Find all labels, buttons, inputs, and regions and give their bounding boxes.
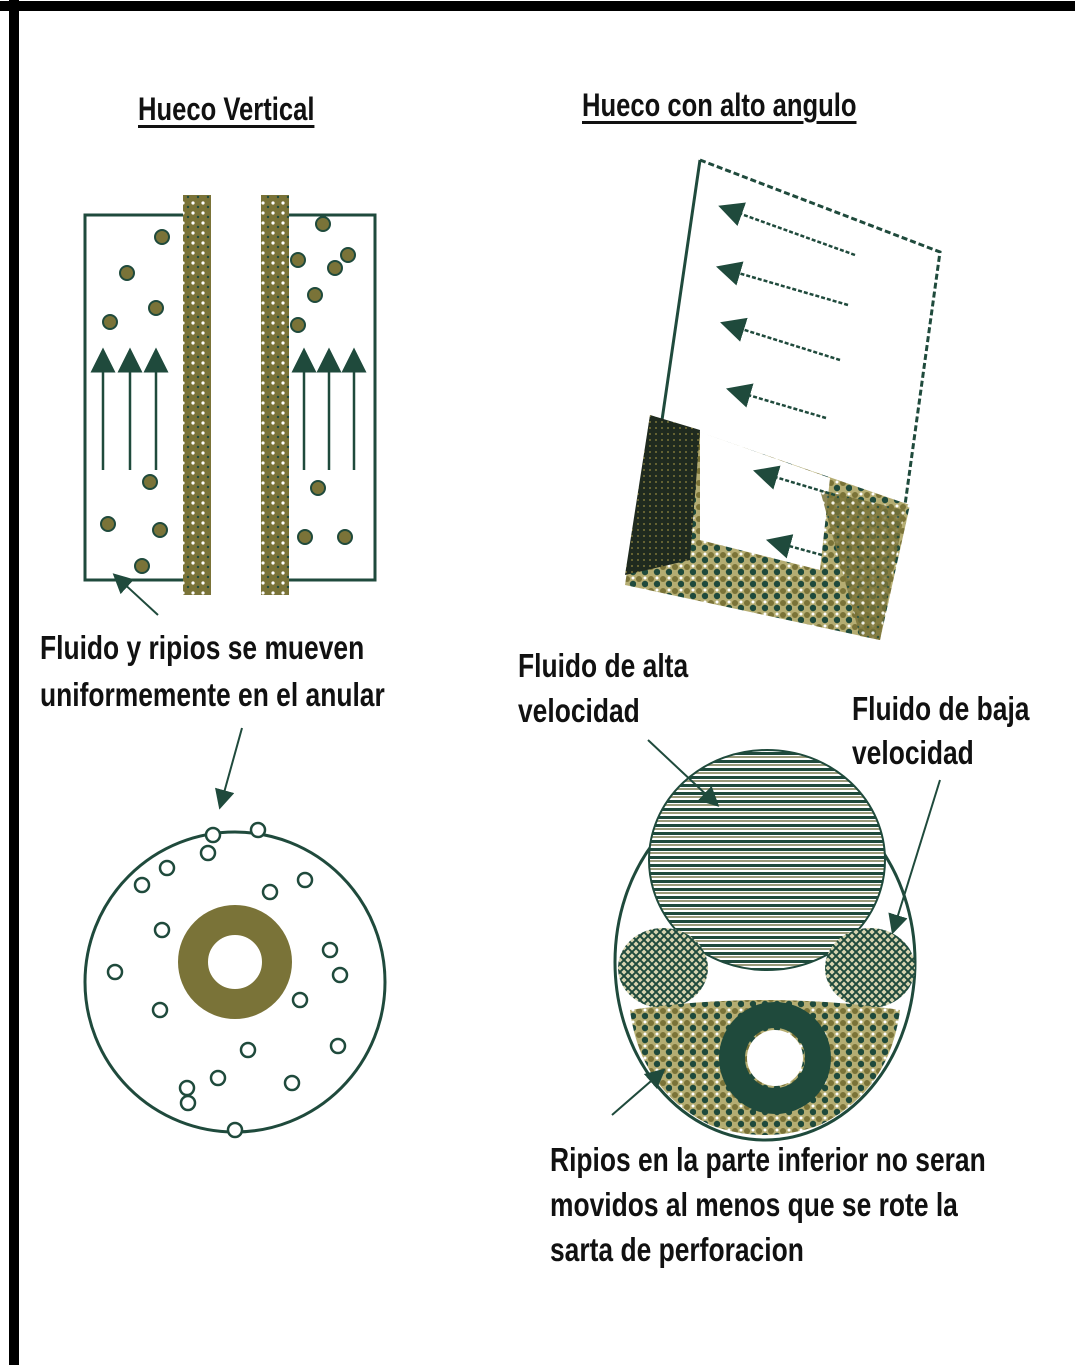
low-velocity-zone-right bbox=[825, 928, 915, 1008]
high-angle-hole-cross-section bbox=[611, 739, 941, 1142]
caption-cuttings-line3: sarta de perforacion bbox=[550, 1231, 804, 1268]
vertical-hole-side-view bbox=[83, 195, 377, 616]
drill-pipe-section-eccentric bbox=[719, 1002, 831, 1114]
caption-low-velocity-line2: velocidad bbox=[852, 734, 974, 771]
caption-cuttings-line2: movidos al menos que se rote la bbox=[550, 1186, 958, 1223]
caption-low-velocity-line1: Fluido de baja bbox=[852, 690, 1030, 727]
caption-cuttings-line1: Ripios en la parte inferior no seran bbox=[550, 1141, 986, 1178]
cuttings-particles bbox=[100, 216, 356, 574]
flow-arrows-left bbox=[716, 202, 856, 559]
flow-arrows-up-left bbox=[90, 347, 169, 470]
cuttings-particles-section bbox=[106, 821, 349, 1139]
title-vertical-hole: Hueco Vertical bbox=[138, 91, 315, 127]
drill-pipe-wall-right bbox=[261, 195, 289, 595]
high-angle-hole-side-view bbox=[625, 158, 942, 640]
flow-arrows-up-right bbox=[291, 347, 367, 470]
pointer-high-velocity bbox=[647, 739, 720, 807]
drill-pipe-bore bbox=[211, 195, 261, 595]
vertical-hole-cross-section bbox=[83, 727, 387, 1139]
title-high-angle-hole: Hueco con alto angulo bbox=[582, 87, 857, 123]
low-velocity-zone-left bbox=[618, 928, 708, 1008]
caption-vertical-line2: uniformemente en el anular bbox=[40, 676, 385, 713]
pointer-low-velocity bbox=[888, 779, 941, 935]
pointer-arrow bbox=[112, 573, 159, 616]
pointer-cuttings bbox=[611, 1068, 666, 1116]
dark-cuttings bbox=[625, 415, 700, 575]
caption-vertical-line1: Fluido y ripios se mueven bbox=[40, 629, 365, 666]
drill-pipe-wall-left bbox=[183, 195, 211, 595]
caption-high-velocity-line1: Fluido de alta bbox=[518, 647, 689, 684]
pointer-arrow-section bbox=[215, 727, 243, 810]
drill-pipe-section bbox=[178, 905, 292, 1019]
caption-high-velocity-line2: velocidad bbox=[518, 692, 640, 729]
